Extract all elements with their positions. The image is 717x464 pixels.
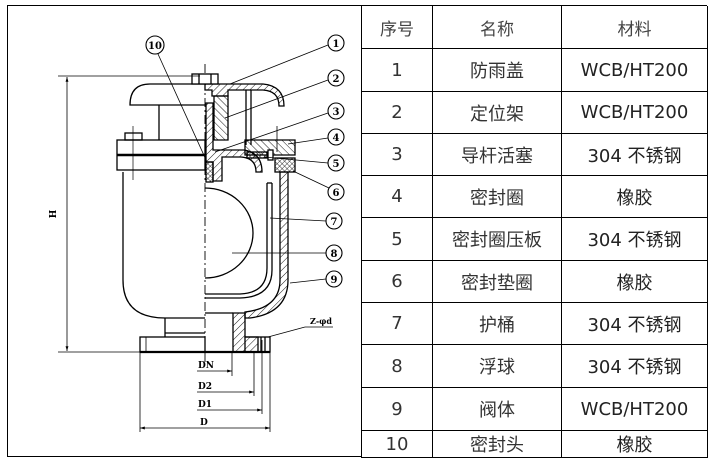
row-no: 4: [362, 176, 433, 218]
row-no: 8: [362, 345, 433, 388]
row-material: WCB/HT200: [562, 49, 708, 92]
row-name: 定位架: [433, 92, 562, 134]
protective-tube-outer: [205, 183, 273, 299]
callout-label-9: 9: [331, 275, 338, 286]
leader-7: [269, 217, 327, 222]
callout-circle-3: [327, 102, 345, 120]
callout-circle-1: [327, 34, 345, 52]
row-no: 2: [362, 92, 433, 134]
bolt-note-leader: [267, 326, 306, 338]
valve-body-wall-section: [244, 171, 289, 319]
dim-d2-label: D2: [198, 382, 212, 392]
callout-circle-2: [327, 69, 345, 87]
callout-label-7: 7: [331, 217, 338, 228]
callout-label-10: 10: [148, 41, 162, 52]
callout-label-8: 8: [331, 249, 338, 260]
row-no: 7: [362, 303, 433, 345]
row-material: WCB/HT200: [562, 388, 708, 431]
callout-label-2: 2: [333, 74, 340, 85]
flange-bolt: [124, 132, 143, 141]
row-name: 防雨盖: [433, 49, 562, 92]
row-material: 橡胶: [562, 261, 708, 303]
row-material: 304 不锈钢: [562, 218, 708, 261]
dim-dn-label: DN: [198, 361, 214, 371]
drawing-frame: [7, 5, 361, 457]
row-name: 密封头: [433, 431, 562, 458]
row-material: 304 不锈钢: [562, 134, 708, 176]
callout-label-1: 1: [333, 39, 340, 50]
top-bolt: [191, 73, 219, 85]
row-no: 5: [362, 218, 433, 261]
row-material: WCB/HT200: [562, 92, 708, 134]
callout-label-3: 3: [333, 107, 340, 118]
leader-9: [289, 278, 327, 284]
callout-circle-7: [325, 212, 343, 230]
callout-label-4: 4: [333, 133, 340, 144]
seal-ring-section: [246, 151, 268, 159]
callout-circle-5: [327, 154, 345, 172]
callout-circle-6: [327, 183, 345, 201]
seal-plate-bolt: [267, 149, 274, 161]
callout-circle-9: [325, 270, 343, 288]
rain-cap-section: [204, 83, 285, 107]
row-name: 阀体: [433, 388, 562, 431]
protective-tube-inner: [205, 183, 268, 295]
dim-d1-label: D1: [198, 400, 212, 410]
row-name: 护桶: [433, 303, 562, 345]
header-material: 材料: [562, 6, 708, 49]
row-no: 6: [362, 261, 433, 303]
leader-10: [157, 53, 208, 163]
valve-body-exterior: [122, 172, 205, 319]
row-material: 304 不锈钢: [562, 303, 708, 345]
leader-6: [292, 170, 330, 189]
row-name: 密封圈: [433, 176, 562, 218]
dim-d-label: D: [200, 418, 208, 428]
leader-5: [263, 156, 329, 164]
callout-circle-8: [325, 244, 343, 262]
leader-1: [229, 44, 329, 85]
seal-head-section: [205, 161, 214, 183]
bolt-holes-label: Z-φd: [310, 316, 332, 326]
row-name: 浮球: [433, 345, 562, 388]
row-no: 10: [362, 431, 433, 458]
callout-circle-10: [145, 35, 165, 55]
row-name: 密封垫圈: [433, 261, 562, 303]
upper-flange-section: [244, 139, 296, 156]
header-no: 序号: [362, 6, 433, 49]
row-name: 密封圈压板: [433, 218, 562, 261]
parts-table: 序号 名称 材料 1 防雨盖 WCB/HT200 2 定位架 WCB/HT200…: [361, 5, 708, 458]
row-no: 3: [362, 134, 433, 176]
row-no: 1: [362, 49, 433, 92]
row-name: 导杆活塞: [433, 134, 562, 176]
row-no: 9: [362, 388, 433, 431]
gasket-section: [274, 157, 296, 173]
callout-label-6: 6: [333, 188, 340, 199]
rain-cap-exterior: [129, 83, 205, 106]
row-material: 橡胶: [562, 431, 708, 458]
row-material: 橡胶: [562, 176, 708, 218]
float-ball: [204, 187, 254, 279]
leader-4: [287, 137, 329, 145]
leader-3: [214, 112, 329, 153]
callout-label-5: 5: [333, 159, 340, 170]
callout-circle-4: [327, 128, 345, 146]
dim-h-label: H: [49, 209, 59, 218]
leader-2: [224, 79, 329, 119]
locating-frame-section: [213, 95, 229, 141]
bottom-flange-exterior: [139, 336, 206, 353]
header-name: 名称: [433, 6, 562, 49]
row-material: 304 不锈钢: [562, 345, 708, 388]
